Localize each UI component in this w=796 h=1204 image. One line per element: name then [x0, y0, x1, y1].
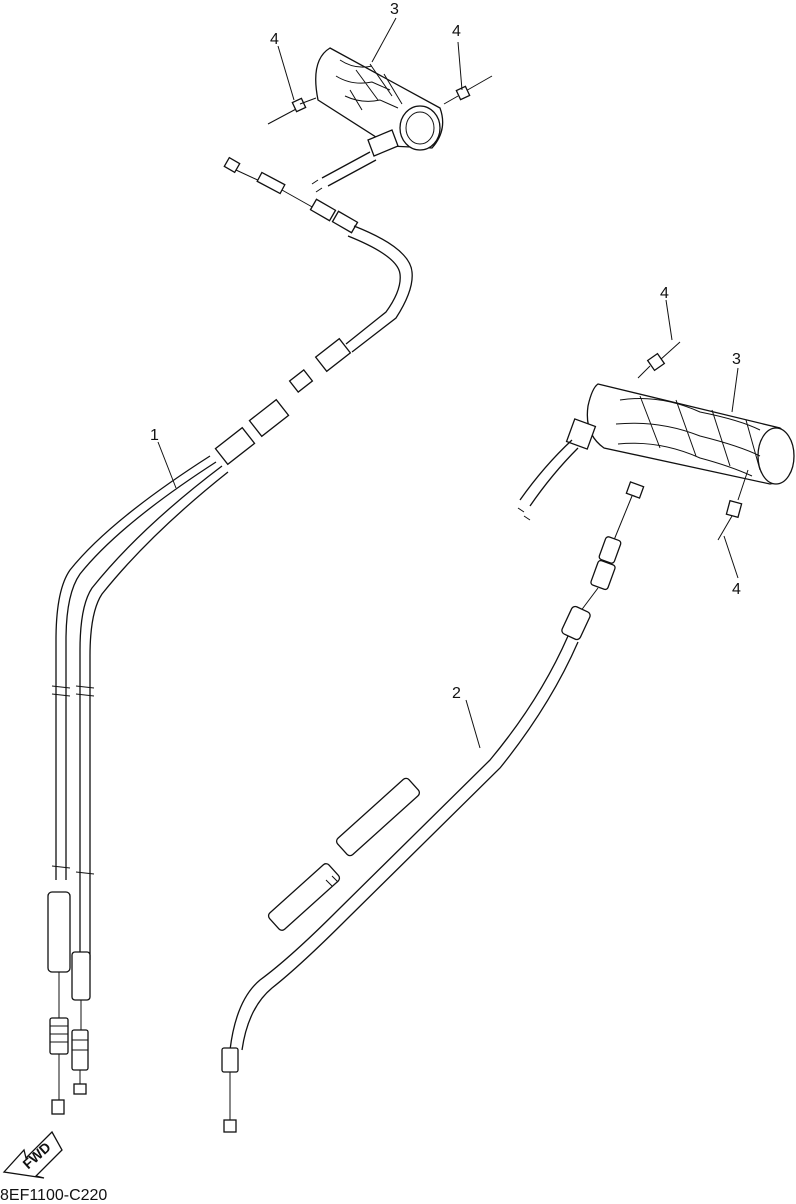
callout-rivet-right-top: 4 — [660, 285, 669, 302]
fwd-arrow-icon: FWD — [2, 1130, 63, 1179]
callout-grip-right: 3 — [732, 351, 741, 368]
cable-1[interactable] — [47, 156, 413, 1115]
callout-rivet-right-bottom: 4 — [732, 581, 741, 598]
grip-right[interactable] — [517, 383, 795, 521]
rivet-right-top[interactable] — [637, 341, 681, 379]
callout-rivet-left-b: 4 — [452, 23, 461, 40]
cable-2[interactable] — [221, 481, 645, 1133]
grip-left[interactable] — [311, 47, 444, 193]
drawing-code: 8EF1100-C220 — [0, 1187, 107, 1204]
rivet-left-a[interactable] — [267, 97, 317, 125]
callout-grip-left: 3 — [390, 1, 399, 18]
rivet-left-b[interactable] — [443, 75, 493, 105]
rivet-right-bottom[interactable] — [717, 469, 749, 541]
callout-cable-1: 1 — [150, 427, 159, 444]
callout-cable-2: 2 — [452, 685, 461, 702]
callout-rivet-left-a: 4 — [270, 31, 279, 48]
